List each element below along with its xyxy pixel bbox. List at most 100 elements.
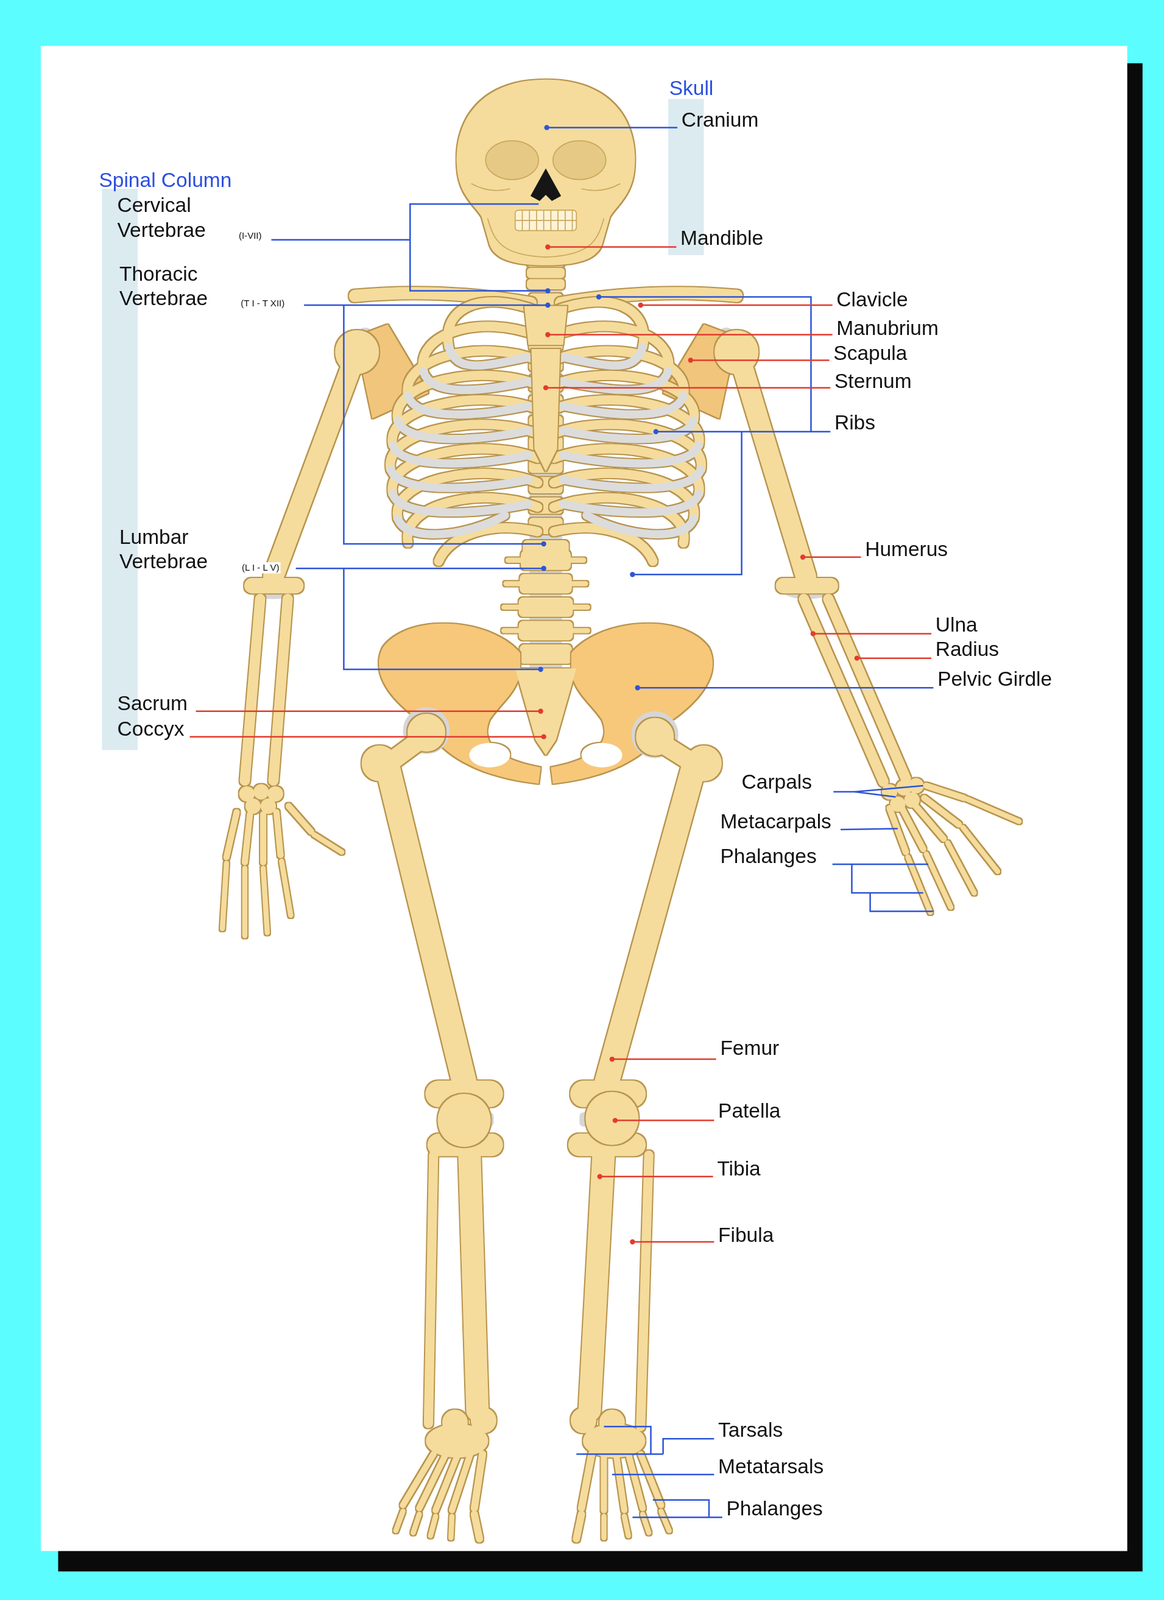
blue-dot [653,429,659,435]
arm-bones [281,861,291,916]
skull-shape [456,79,636,266]
blue-dot [544,124,550,130]
red-leader [612,1058,717,1061]
leg-bones [616,1453,625,1510]
blue-dot [629,571,635,577]
red-dot [537,244,860,1245]
group-heading: Spinal Column [98,167,232,192]
bone-label: Scapula [833,341,907,366]
arm-bones [924,797,959,825]
red-dot [537,708,543,714]
leg-bones [601,1516,607,1538]
blue-leader [271,238,410,241]
joint-cartilage [249,327,832,600]
red-leader [615,1119,714,1122]
arm-bones [261,799,276,814]
red-dot [609,1056,615,1062]
blue-dot [537,666,543,672]
rib-cage [562,444,699,463]
red-dot [800,554,806,560]
rib-cage [390,347,701,535]
red-leader [196,710,541,713]
arm-bones [226,812,237,858]
skull-shape [564,210,566,231]
blue-leader [854,785,923,792]
sternum-shape [524,306,568,346]
blue-dot [537,124,659,691]
blue-leader [271,127,934,1518]
blue-leader [303,304,548,307]
blue-leader [663,1438,715,1454]
arm-bones [242,868,248,937]
red-leader [813,632,932,635]
bone-label: Sternum [834,368,912,393]
blue-leader [612,1474,714,1476]
red-leader [857,657,932,660]
arm-bones [828,598,906,779]
blue-leader [656,430,831,433]
hip-cartilage [403,707,679,759]
red-leader [632,1241,714,1244]
bone-label: Tibia [716,1156,761,1181]
blue-leader [652,1500,709,1518]
blue-leader [632,1516,722,1519]
arm-bones [273,598,288,781]
rib-cage [562,347,643,366]
arm-bones [253,784,269,799]
arm-bones [288,806,312,833]
arm-bones [739,356,806,577]
red-dot [629,1239,635,1245]
red-dot [543,384,549,390]
bone-label: Ribs [834,410,876,435]
bone-label: Thoracic Vertebrae [119,261,242,311]
spine-shape [520,645,572,664]
red-dot [638,302,644,308]
red-leader [547,333,833,336]
arm-bones [273,356,356,577]
blue-leader [603,1426,651,1454]
arm-bones [276,812,281,856]
leg-bones [387,767,465,1082]
arm-bones [222,863,227,929]
bone-label: Phalanges [719,844,817,869]
skull-shape [528,210,530,231]
leg-bones [395,1511,404,1531]
leg-bones [474,1514,480,1539]
bone-label: Cranium [681,107,759,132]
bone-label: Carpals [741,769,812,794]
red-leader [640,304,833,307]
leg-bones [362,714,722,1540]
spine-shape [521,551,571,570]
spine-shape [527,268,565,278]
red-dot [545,244,551,250]
rib-cage [562,395,684,415]
skull-shape [471,183,511,191]
red-dot [597,1174,603,1180]
range-note: (I-VII) [237,230,263,242]
blue-leader [833,791,896,797]
arm-bones [222,292,1020,936]
patella-shape [437,1093,491,1147]
blue-leader [851,864,923,893]
blue-leader [343,305,544,544]
rib-cage [392,493,529,513]
red-dot [612,1117,618,1123]
range-note: (T I - T XII) [239,297,286,309]
leg-bones [430,1516,436,1537]
red-dot [688,357,694,363]
blue-leader [840,828,898,830]
arm-bones [244,598,261,781]
blue-dot [540,565,546,571]
leg-bones [576,1514,582,1539]
blue-leader [576,1453,663,1456]
bone-label: Mandible [680,225,764,250]
bone-label: Cervical Vertebrae [117,193,240,242]
spine-shape [518,598,572,617]
bone-label: Coccyx [117,716,185,741]
arm-bones [926,785,965,798]
sternum-shape [531,349,561,472]
bone-label: Metatarsals [718,1453,824,1479]
skull-shape [515,210,577,231]
rib-cage [448,347,529,366]
rib-cage [390,302,702,562]
